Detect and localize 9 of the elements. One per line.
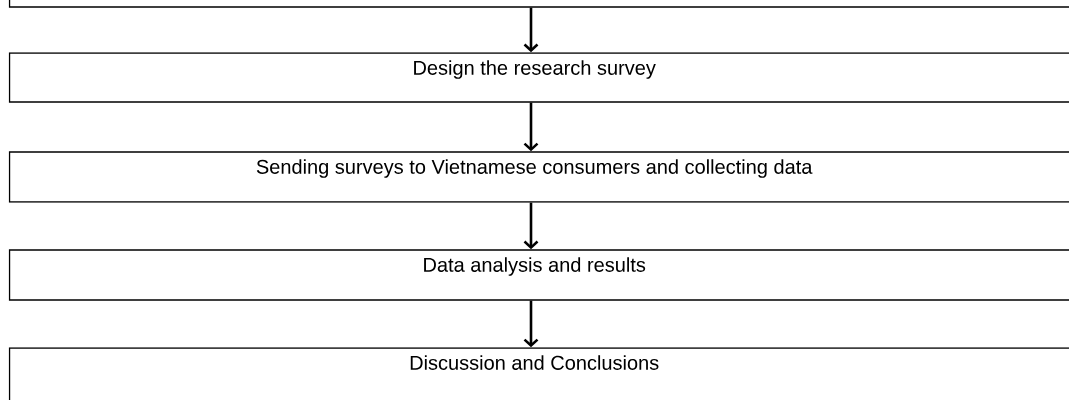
process-box: Discussion and Conclusions xyxy=(8,347,1069,400)
process-box: Sending surveys to Vietnamese consumers and collecting data xyxy=(8,151,1069,203)
arrow xyxy=(523,102,539,152)
process-box: Design the research survey xyxy=(8,52,1069,103)
arrow xyxy=(523,300,539,348)
arrow xyxy=(523,202,539,250)
process-box xyxy=(8,0,1069,8)
process-box: Data analysis and results xyxy=(8,249,1069,301)
arrow xyxy=(523,7,539,53)
